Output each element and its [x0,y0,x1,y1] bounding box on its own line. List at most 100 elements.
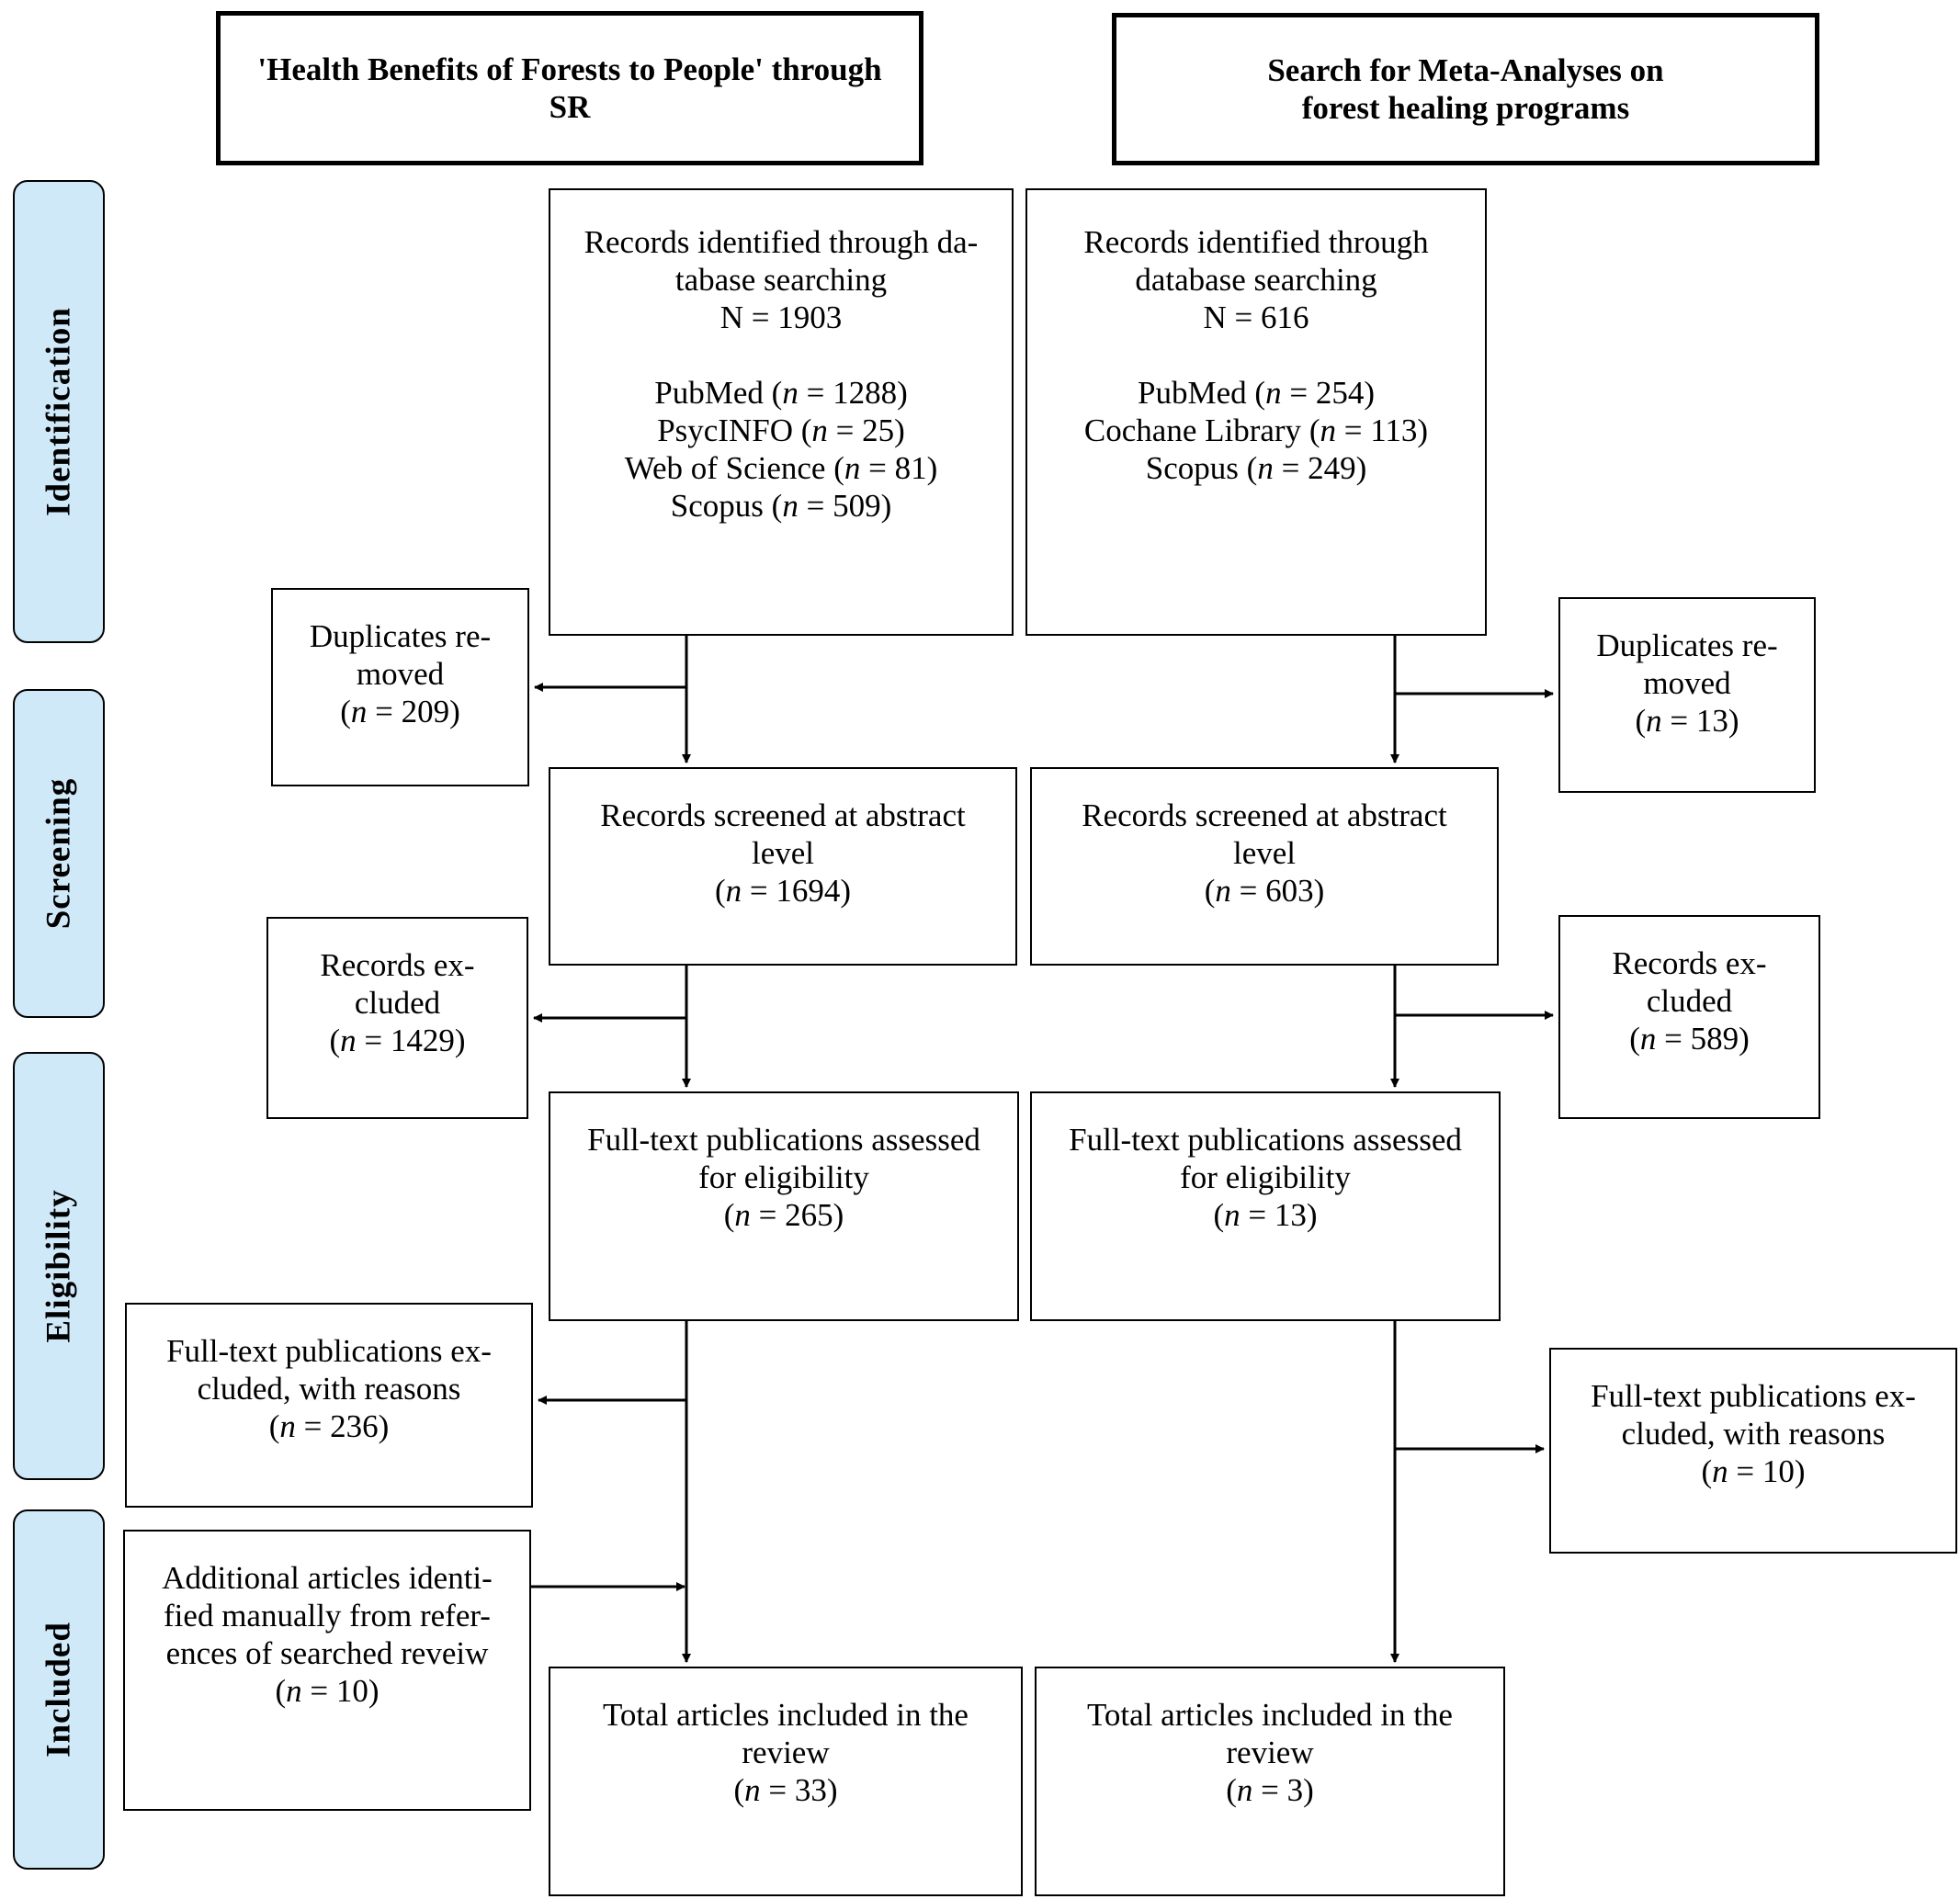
left-identified-box: Records identified through da- tabase se… [549,188,1014,636]
count-value: 1694 [776,873,841,909]
count-value: 603 [1265,873,1314,909]
left-excluded-box: Records ex- cluded (n = 1429) [266,917,528,1119]
box-text: cluded [354,985,441,1021]
count-value: 10 [1762,1453,1795,1489]
box-text: for eligibility [1180,1159,1351,1195]
count-line: (n = 3) [1226,1772,1314,1808]
left-total-box: Total articles included in the review (n… [549,1667,1023,1896]
left-additional-box: Additional articles identi- fied manuall… [123,1530,531,1811]
count-line: (n = 265) [723,1197,844,1233]
source-name: Cochane Library [1083,413,1302,448]
box-text: fied manually from refer- [164,1598,491,1633]
count-line: (n = 603) [1204,873,1325,909]
source-line: Scopus (n = 249) [1145,450,1367,486]
source-line: Scopus (n = 509) [670,488,892,524]
box-text: cluded, with reasons [1621,1416,1886,1452]
count-line: (n = 1694) [714,873,852,909]
box-text: Records ex- [1612,945,1767,981]
box-text: Duplicates re- [309,618,492,654]
source-name: Web of Science [624,450,826,486]
count-line: (n = 10) [1701,1453,1806,1489]
source-count: 25 [862,413,895,448]
header-left: 'Health Benefits of Forests to People' t… [216,11,923,165]
right-identified-box: Records identified through database sear… [1025,188,1487,636]
right-fulltext-excluded-box: Full-text publications ex- cluded, with … [1549,1348,1957,1554]
box-text: Full-text publications ex- [1591,1378,1916,1414]
count-value: 589 [1690,1021,1739,1057]
right-screened-box: Records screened at abstract level (n = … [1030,767,1499,966]
source-line: Web of Science (n = 81) [624,450,938,486]
left-screened-box: Records screened at abstract level (n = … [549,767,1017,966]
header-left-line: 'Health Benefits of Forests to People' t… [257,51,882,87]
box-text: review [742,1735,830,1770]
box-text: Additional articles identi- [162,1560,493,1596]
count-value: 265 [785,1197,833,1233]
left-fulltext-excluded-box: Full-text publications ex- cluded, with … [125,1303,533,1508]
header-right-line: Search for Meta-Analyses on [1267,52,1664,88]
left-duplicates-box: Duplicates re- moved (n = 209) [271,588,529,786]
box-text: cluded, with reasons [197,1371,461,1407]
total-count: N = 1903 [719,300,843,335]
count-value: 33 [794,1772,827,1808]
count-value: 209 [401,694,450,729]
count-line: (n = 33) [733,1772,838,1808]
box-text: Duplicates re- [1596,627,1778,663]
stage-included: Included [13,1509,105,1870]
box-text: Full-text publications ex- [166,1333,492,1369]
right-excluded-box: Records ex- cluded (n = 589) [1558,915,1820,1119]
box-text: tabase searching [674,262,888,298]
count-value: 13 [1274,1197,1307,1233]
count-line: (n = 1429) [329,1023,466,1058]
box-text: Total articles included in the [603,1697,969,1733]
box-text: level [751,835,815,871]
header-left-line: SR [549,89,591,125]
right-total-box: Total articles included in the review (n… [1035,1667,1505,1896]
count-line: (n = 10) [275,1673,380,1709]
box-text: Records screened at abstract [1082,797,1447,833]
count-line: (n = 13) [1635,703,1739,739]
source-name: Scopus [670,488,764,524]
count-value: 236 [330,1408,379,1444]
source-line: PubMed (n = 1288) [654,375,908,411]
box-text: for eligibility [698,1159,869,1195]
box-text: Records identified through [1083,224,1429,260]
box-text: moved [356,656,445,692]
header-right-line: forest healing programs [1301,90,1630,126]
source-count: 249 [1308,450,1356,486]
header-right: Search for Meta-Analyses on forest heali… [1112,13,1819,165]
source-count: 254 [1315,375,1365,411]
count-line: (n = 589) [1629,1021,1750,1057]
count-line: (n = 13) [1213,1197,1318,1233]
box-text: Records screened at abstract [600,797,966,833]
box-text: Records ex- [320,947,475,983]
count-value: 13 [1695,703,1728,739]
box-text: moved [1643,665,1731,701]
right-fulltext-box: Full-text publications assessed for elig… [1030,1091,1501,1321]
source-count: 81 [894,450,927,486]
box-text: Total articles included in the [1087,1697,1453,1733]
source-line: PubMed (n = 254) [1138,375,1375,411]
count-line: (n = 236) [268,1408,390,1444]
source-count: 113 [1370,413,1418,448]
stage-identification: Identification [13,180,105,643]
box-text: Full-text publications assessed [1069,1122,1462,1158]
box-text: level [1232,835,1297,871]
source-name: PubMed [654,375,764,411]
count-line: (n = 209) [340,694,460,729]
box-text: cluded [1646,983,1733,1019]
left-fulltext-box: Full-text publications assessed for elig… [549,1091,1019,1321]
stage-eligibility: Eligibility [13,1052,105,1480]
count-value: 3 [1286,1772,1304,1808]
source-name: PsycINFO [657,413,793,448]
source-count: 509 [833,488,881,524]
source-count: 1288 [833,375,898,411]
box-text: Records identified through da- [583,224,979,260]
count-value: 1429 [390,1023,455,1058]
total-count: N = 616 [1203,300,1309,335]
right-duplicates-box: Duplicates re- moved (n = 13) [1558,597,1816,793]
stage-screening: Screening [13,689,105,1018]
count-value: 10 [335,1673,368,1709]
box-text: ences of searched reveiw [165,1635,489,1671]
